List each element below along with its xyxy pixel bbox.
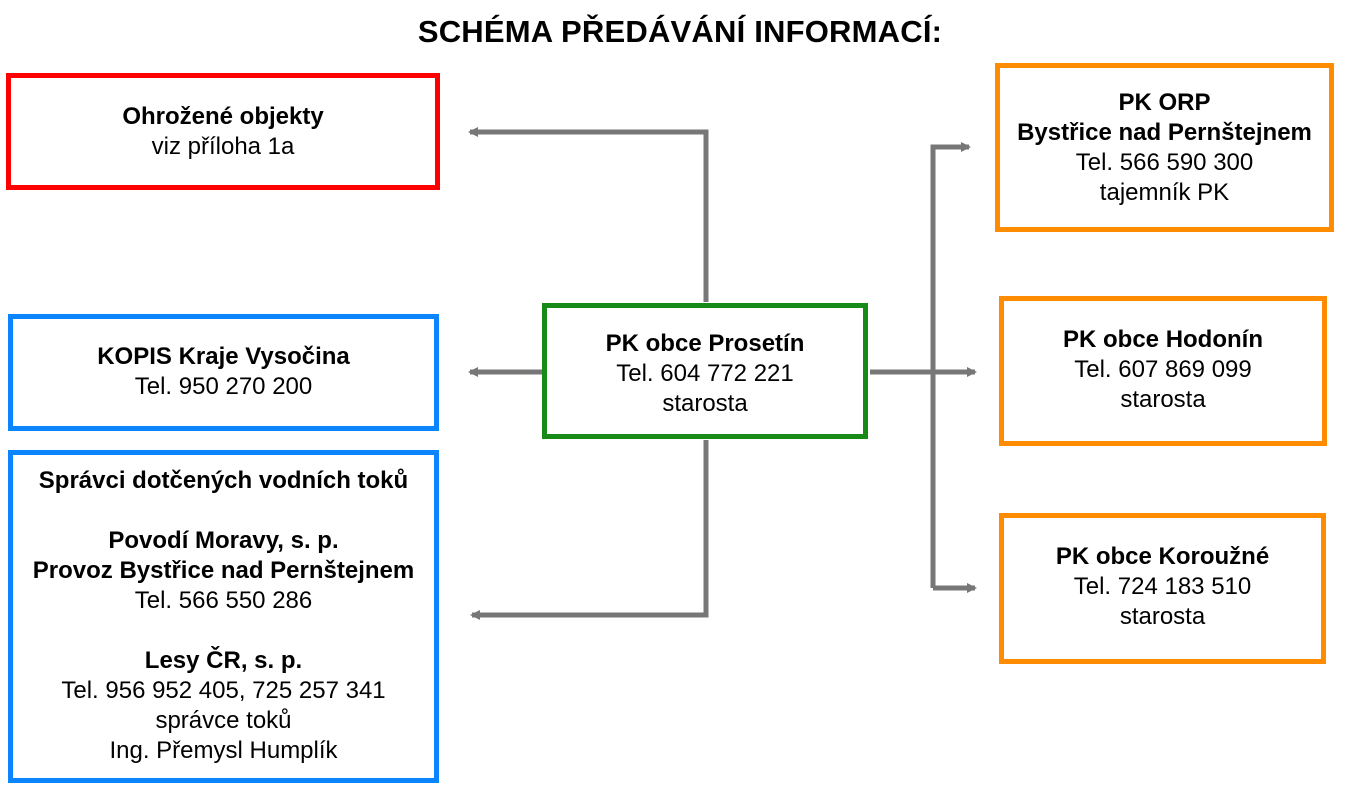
node-pk-orp: PK ORP Bystřice nad Pernštejnem Tel. 566… bbox=[995, 63, 1334, 232]
hodonin-role: starosta bbox=[1120, 386, 1206, 413]
hodonin-name: PK obce Hodonín bbox=[1063, 326, 1263, 353]
diagram-title: SCHÉMA PŘEDÁVÁNÍ INFORMACÍ: bbox=[417, 14, 943, 49]
node-pk-hodonin: PK obce Hodonín Tel. 607 869 099 starost… bbox=[999, 296, 1327, 446]
lesy-phone: Tel. 956 952 405, 725 257 341 bbox=[61, 677, 386, 704]
orp-name: PK ORP bbox=[1118, 89, 1211, 116]
arrow-to-orp bbox=[930, 142, 971, 588]
korouzne-role: starosta bbox=[1119, 603, 1206, 630]
kopis-name: KOPIS Kraje Vysočina bbox=[97, 343, 350, 370]
spravci-heading: Správci dotčených vodních toků bbox=[38, 467, 409, 494]
povodi-phone: Tel. 566 550 286 bbox=[134, 587, 313, 614]
lesy-role: správce toků bbox=[155, 707, 292, 734]
arrows-right bbox=[870, 142, 977, 593]
node-pk-prosetin: PK obce Prosetín Tel. 604 772 221 staros… bbox=[542, 303, 868, 439]
arrow-to-spravci bbox=[470, 440, 709, 620]
ohrozene-detail: viz příloha 1a bbox=[151, 133, 295, 160]
povodi-name: Povodí Moravy, s. p. bbox=[108, 527, 339, 554]
kopis-phone: Tel. 950 270 200 bbox=[134, 373, 313, 400]
arrow-to-ohrozene bbox=[468, 127, 709, 302]
center-role: starosta bbox=[662, 390, 748, 417]
orp-role: tajemník PK bbox=[1099, 179, 1230, 206]
orp-phone: Tel. 566 590 300 bbox=[1075, 149, 1254, 176]
korouzne-phone: Tel. 724 183 510 bbox=[1073, 573, 1252, 600]
center-phone: Tel. 604 772 221 bbox=[616, 360, 794, 387]
node-spravci-toku: Správci dotčených vodních toků Povodí Mo… bbox=[8, 450, 439, 783]
center-name: PK obce Prosetín bbox=[605, 330, 805, 357]
node-pk-korouzne: PK obce Koroužné Tel. 724 183 510 staros… bbox=[999, 513, 1326, 664]
lesy-name: Lesy ČR, s. p. bbox=[144, 647, 303, 674]
arrows-left bbox=[468, 127, 709, 620]
povodi-unit: Provoz Bystřice nad Pernštejnem bbox=[32, 557, 415, 584]
orp-place: Bystřice nad Pernštejnem bbox=[1017, 119, 1312, 146]
korouzne-name: PK obce Koroužné bbox=[1055, 543, 1270, 570]
node-kopis: KOPIS Kraje Vysočina Tel. 950 270 200 bbox=[8, 314, 439, 431]
hodonin-phone: Tel. 607 869 099 bbox=[1074, 356, 1252, 383]
lesy-person: Ing. Přemysl Humplík bbox=[109, 737, 338, 764]
node-ohrozene-objekty: Ohrožené objekty viz příloha 1a bbox=[6, 73, 440, 190]
ohrozene-name: Ohrožené objekty bbox=[122, 103, 324, 130]
